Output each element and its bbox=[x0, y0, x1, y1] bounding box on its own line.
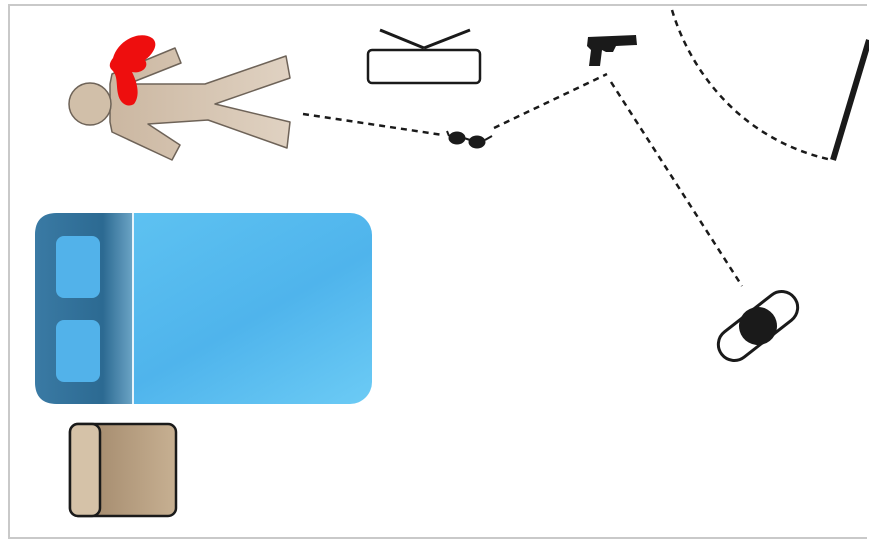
tv-antenna-left bbox=[379, 28, 425, 50]
victim-body bbox=[68, 35, 291, 161]
door bbox=[670, 9, 869, 162]
rug-or-skateboard bbox=[716, 290, 800, 362]
armchair bbox=[68, 422, 178, 518]
bed bbox=[35, 213, 372, 404]
pillow-bottom bbox=[56, 320, 100, 382]
trail-glasses-to-gun bbox=[493, 72, 608, 130]
pillow-top bbox=[56, 236, 100, 298]
tv-antenna-right bbox=[423, 28, 471, 50]
evidence-trails bbox=[302, 72, 744, 287]
tv-icon bbox=[366, 48, 482, 85]
door-swing-arc bbox=[670, 9, 833, 162]
room-frame bbox=[8, 4, 867, 539]
trail-gun-to-rug bbox=[609, 81, 744, 287]
television bbox=[366, 28, 482, 85]
ball-icon bbox=[739, 307, 777, 346]
handgun bbox=[587, 35, 637, 66]
body-head-icon bbox=[68, 82, 112, 126]
blood-icon bbox=[109, 35, 156, 106]
gun-icon bbox=[587, 35, 637, 66]
trail-body-to-glasses bbox=[302, 112, 444, 137]
sunglasses-icon bbox=[446, 130, 493, 149]
door-icon bbox=[830, 39, 869, 161]
armchair-back bbox=[68, 422, 102, 518]
body-outline-icon bbox=[109, 47, 291, 161]
sunglasses bbox=[446, 130, 493, 149]
